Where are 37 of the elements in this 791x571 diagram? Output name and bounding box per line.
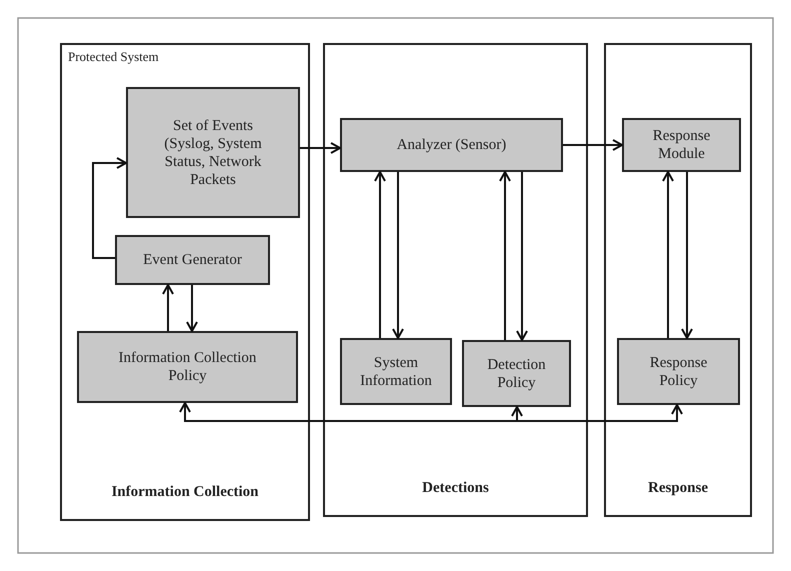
arrow (92, 157, 127, 259)
arrow (392, 172, 404, 339)
arrow (516, 172, 528, 341)
process-box (622, 118, 741, 172)
box-label: Information Collection Policy (118, 349, 258, 385)
process-box (115, 235, 270, 285)
arrow (374, 171, 386, 338)
section-label: Information Collection (110, 484, 260, 501)
box-label: System Information (359, 354, 433, 390)
box-label: Detection Policy (486, 356, 547, 392)
process-box (126, 87, 300, 218)
box-label: Response Module (652, 127, 712, 163)
arrow (162, 284, 174, 331)
panel (604, 43, 752, 517)
arrow (662, 171, 674, 338)
box-label: Analyzer (Sensor) (396, 136, 506, 154)
arrow (511, 406, 523, 421)
panel (60, 43, 310, 521)
arrow (517, 404, 683, 422)
process-box (462, 340, 571, 407)
arrow (563, 139, 623, 151)
arrow (300, 142, 341, 154)
arrow (681, 172, 693, 339)
arrow (179, 402, 517, 422)
panel (323, 43, 588, 517)
section-label: Response (646, 480, 709, 497)
process-box (340, 118, 563, 172)
arrow (186, 285, 198, 332)
process-box (77, 331, 298, 403)
process-box (340, 338, 452, 405)
box-label: Set of Events (Syslog, System Status, Network Packets (163, 116, 263, 188)
process-box (617, 338, 740, 405)
section-label: Detections (421, 480, 490, 497)
box-label: Event Generator (143, 251, 242, 269)
box-label: Response Policy (648, 354, 708, 390)
arrow (499, 171, 511, 340)
panel-title: Protected System (68, 49, 159, 65)
